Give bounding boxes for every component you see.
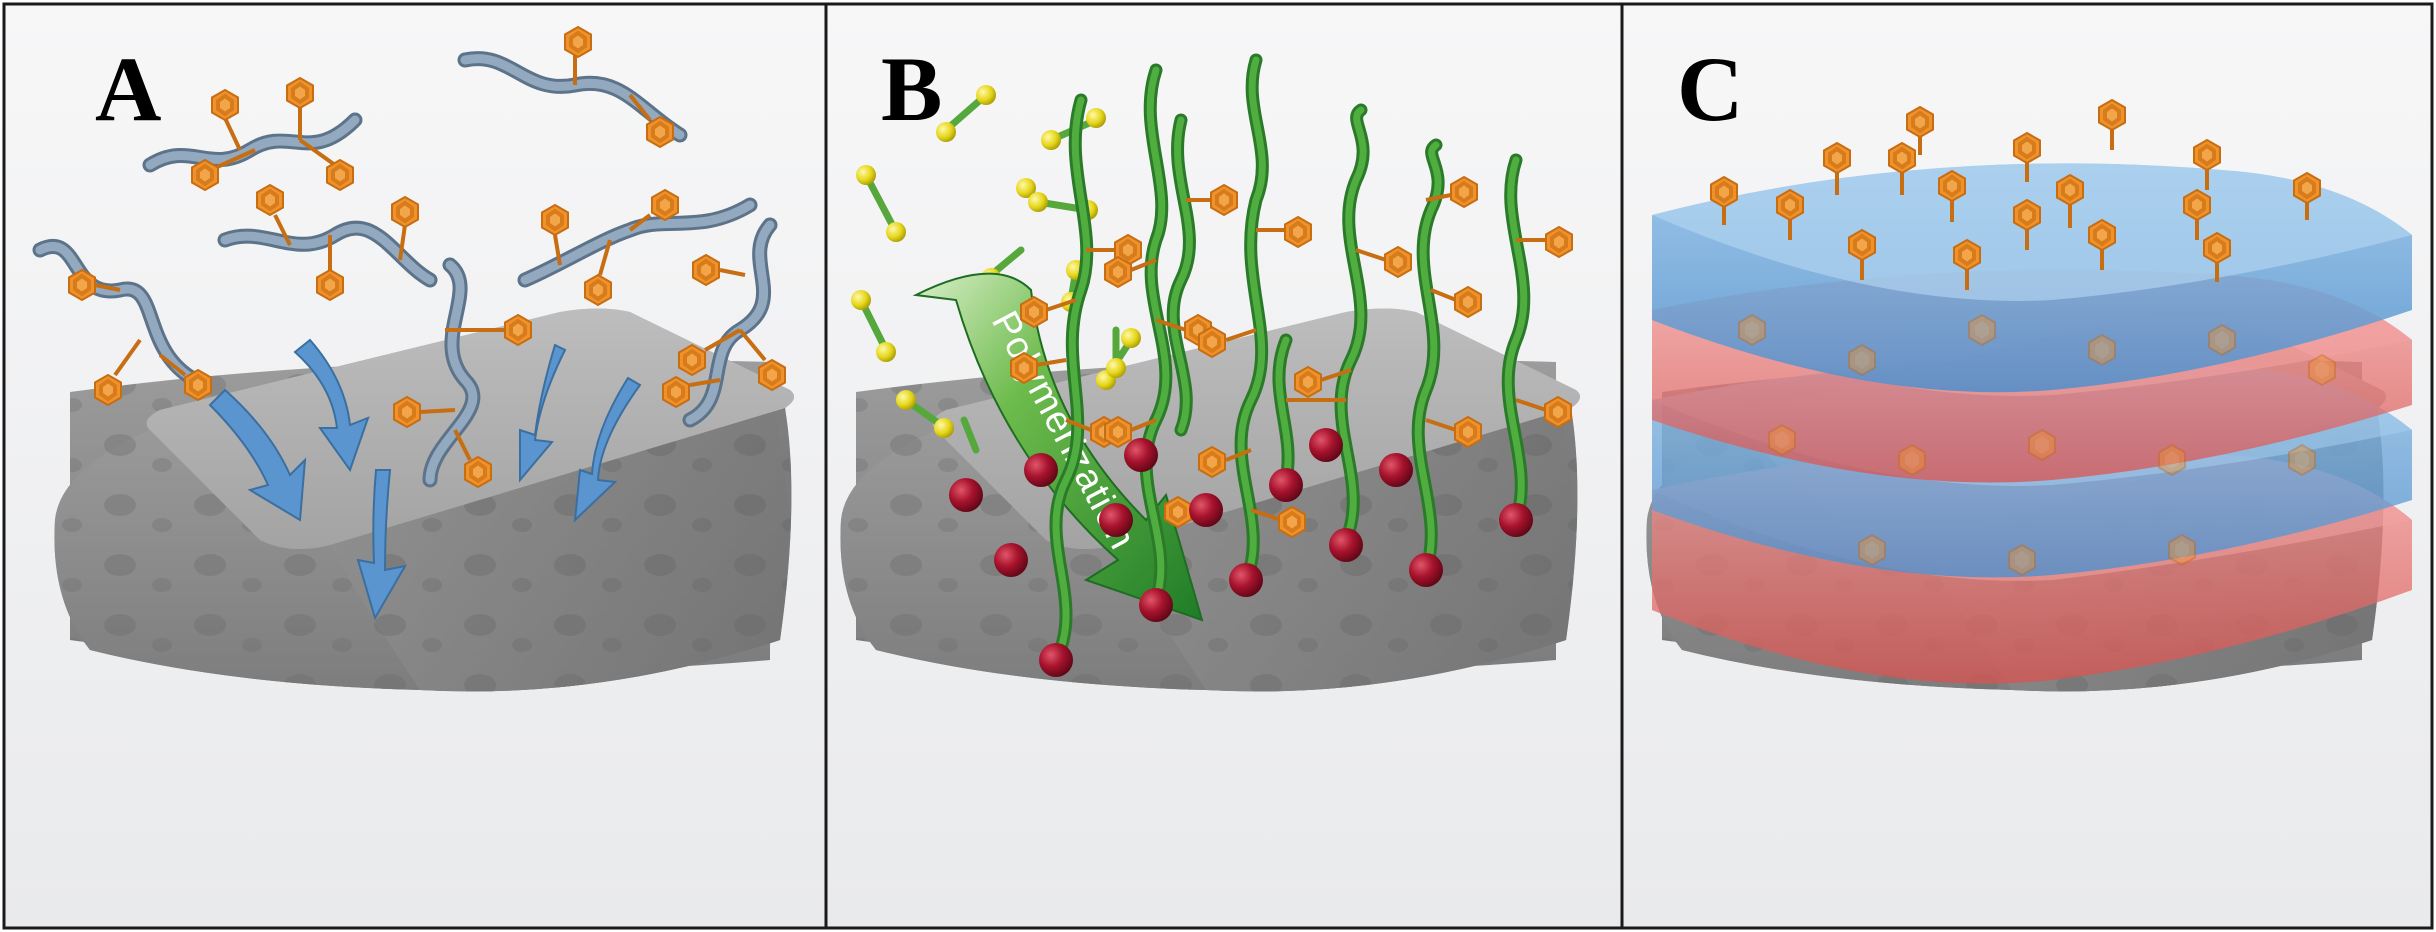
functional-group-set — [67, 25, 787, 489]
functional-group-set — [1709, 98, 2322, 290]
panel-a: A — [2, 2, 828, 930]
adsorption-arrow-set — [208, 338, 642, 621]
functional-group-set — [1009, 175, 1574, 539]
panel-c: C — [1620, 2, 2434, 930]
grafted-chain-set — [1049, 53, 1531, 667]
panel-label-a: A — [95, 38, 161, 140]
panel-label-b: B — [881, 38, 942, 140]
panel-b: Polymerization — [824, 2, 1624, 930]
multilayer-stack — [1652, 163, 2412, 684]
initiator-bead-set — [949, 428, 1533, 677]
panel-label-c: C — [1677, 38, 1743, 140]
